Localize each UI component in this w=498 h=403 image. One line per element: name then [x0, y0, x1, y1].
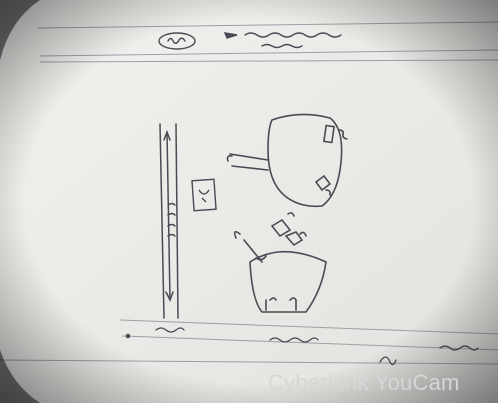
dark-corner-bottom-left — [0, 350, 40, 403]
cyberlink-youcam-watermark: CyberLink YouCam — [268, 370, 460, 395]
dark-corner-top-left — [0, 0, 40, 60]
